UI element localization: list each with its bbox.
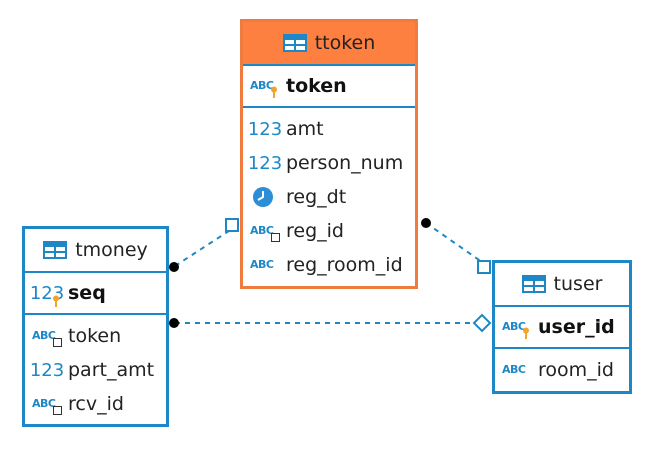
numeric-key-icon: 123 [30, 283, 64, 307]
column-name: seq [68, 282, 106, 304]
column-name: amt [286, 118, 324, 140]
abc-fk-icon: ABC [250, 221, 280, 242]
primary-key-row[interactable]: ABC token [243, 66, 415, 108]
relation-end-dot [169, 318, 179, 328]
table-title: tuser [553, 273, 603, 295]
relation-end-dot [169, 262, 179, 272]
column-row[interactable]: ABC reg_room_id [243, 248, 415, 282]
abc-fk-icon: ABC [32, 394, 62, 415]
table-title: tmoney [75, 239, 148, 261]
column-row[interactable]: ABC rcv_id [25, 387, 166, 421]
abc-icon: ABC [250, 258, 274, 271]
table-icon [282, 34, 307, 52]
numeric-icon: 123 [247, 118, 283, 140]
numeric-icon: 123 [247, 152, 283, 174]
column-row[interactable]: reg_dt [243, 180, 415, 214]
abc-fk-icon: ABC [32, 326, 62, 347]
column-row[interactable]: ABC token [25, 319, 166, 353]
column-name: rcv_id [68, 393, 124, 415]
clock-icon [253, 187, 273, 207]
column-name: room_id [538, 359, 614, 381]
table-header[interactable]: ttoken [243, 22, 415, 66]
column-name: reg_dt [286, 186, 347, 208]
abc-key-icon: ABC [250, 76, 280, 98]
table-header[interactable]: tmoney [25, 229, 166, 273]
relation-tmoney-ttoken[interactable] [174, 228, 233, 267]
table-title: ttoken [314, 32, 376, 54]
column-name: person_num [286, 152, 404, 174]
column-name: reg_id [286, 220, 344, 242]
column-name: token [68, 325, 122, 347]
relation-end-diamond [472, 313, 492, 333]
column-name: user_id [538, 316, 615, 338]
table-icon [43, 241, 68, 259]
column-name: reg_room_id [286, 254, 403, 276]
primary-key-row[interactable]: ABC user_id [495, 307, 629, 349]
column-row[interactable]: ABC room_id [495, 353, 629, 387]
relation-end-dot [421, 218, 431, 228]
table-tuser[interactable]: tuser ABC user_id ABC room_id [492, 260, 632, 394]
abc-icon: ABC [502, 363, 526, 376]
primary-key-row[interactable]: 123 seq [25, 273, 166, 315]
numeric-icon: 123 [29, 359, 65, 381]
abc-key-icon: ABC [502, 317, 532, 339]
column-row[interactable]: ABC reg_id [243, 214, 415, 248]
column-name: token [286, 75, 347, 97]
table-icon [521, 275, 546, 293]
relation-end-square [477, 260, 491, 274]
relation-end-square [225, 218, 239, 232]
table-header[interactable]: tuser [495, 263, 629, 307]
column-name: part_amt [68, 359, 155, 381]
relation-ttoken-tuser[interactable] [425, 222, 483, 263]
